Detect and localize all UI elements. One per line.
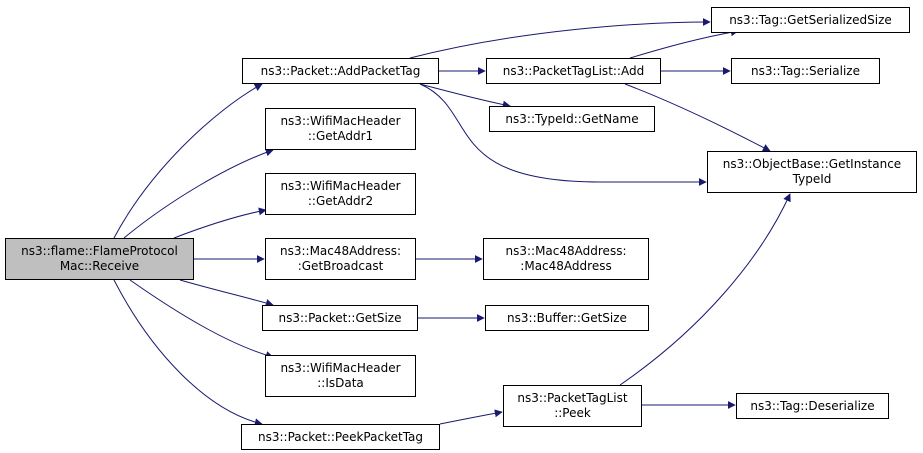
node-label-line: ns3::Packet::AddPacketTag [260, 63, 421, 78]
node-wifimacheader-getaddr2[interactable]: ns3::WifiMacHeader ::GetAddr2 [265, 173, 416, 215]
node-label-line: ::GetAddr2 [307, 194, 374, 208]
edge-tagadd-to-serializedsize [629, 28, 739, 59]
node-packet-getsize[interactable]: ns3::Packet::GetSize [262, 305, 418, 331]
node-packet-addpackettag[interactable]: ns3::Packet::AddPacketTag [242, 58, 439, 84]
node-label-line: ns3::PacketTagList::Add [502, 63, 645, 78]
edge-addpackettag-to-instancetypeid [419, 83, 707, 186]
node-mac48address-getbroadcast[interactable]: ns3::Mac48Address: :GetBroadcast [265, 238, 416, 280]
node-label-line: ::Peek [554, 406, 591, 420]
node-label-line: ns3::Tag::Serialize [751, 63, 860, 78]
node-label-line: ns3::Mac48Address: [505, 244, 627, 258]
node-label-line: ns3::Tag::Deserialize [750, 398, 875, 413]
node-objectbase-getinstancetypeid[interactable]: ns3::ObjectBase::GetInstance TypeId [707, 151, 917, 193]
node-label-line: ns3::Buffer::GetSize [507, 310, 627, 325]
edge-peek-to-instancetypeid [619, 193, 791, 386]
node-label-line: ns3::ObjectBase::GetInstance [722, 157, 902, 171]
node-label-line: ns3::WifiMacHeader [280, 114, 401, 128]
node-label-line: ns3::Packet::PeekPacketTag [257, 429, 424, 444]
node-label-line: ns3::Tag::GetSerializedSize [729, 12, 892, 27]
edge-root-to-getsize [179, 279, 274, 307]
node-packettaglist-peek[interactable]: ns3::PacketTagList ::Peek [503, 385, 642, 427]
node-typeid-getname[interactable]: ns3::TypeId::GetName [489, 106, 655, 132]
node-label-line: :Mac48Address [520, 259, 612, 273]
node-wifimacheader-getaddr1[interactable]: ns3::WifiMacHeader ::GetAddr1 [265, 108, 416, 150]
node-label-line: ns3::flame::FlameProtocol [21, 244, 178, 258]
node-label-line: ns3::PacketTagList [517, 391, 628, 405]
node-flameprotocolmac-receive: ns3::flame::FlameProtocol Mac::Receive [5, 238, 194, 280]
edge-tagadd-to-instancetypeid [624, 83, 771, 152]
node-tag-deserialize[interactable]: ns3::Tag::Deserialize [736, 393, 889, 419]
node-tag-serialize[interactable]: ns3::Tag::Serialize [731, 58, 880, 84]
node-label-line: ns3::TypeId::GetName [505, 111, 639, 126]
node-packet-peekpackettag[interactable]: ns3::Packet::PeekPacketTag [241, 424, 440, 450]
edge-root-to-addpackettag [113, 83, 263, 239]
edge-root-to-isdata [129, 279, 274, 359]
node-label-line: Mac::Receive [59, 259, 140, 273]
edge-addpackettag-to-getname [419, 83, 511, 109]
node-label-line: ns3::WifiMacHeader [280, 179, 401, 193]
node-tag-getserializedsize[interactable]: ns3::Tag::GetSerializedSize [711, 7, 910, 33]
node-wifimacheader-isdata[interactable]: ns3::WifiMacHeader ::IsData [265, 355, 416, 397]
node-label-line: ns3::WifiMacHeader [280, 361, 401, 375]
node-label-line: ::IsData [317, 376, 364, 390]
node-packettaglist-add[interactable]: ns3::PacketTagList::Add [486, 58, 661, 84]
node-mac48address-constructor[interactable]: ns3::Mac48Address: :Mac48Address [483, 238, 649, 280]
node-label-line: ns3::Mac48Address: [280, 244, 401, 258]
node-buffer-getsize[interactable]: ns3::Buffer::GetSize [485, 305, 649, 331]
node-label-line: :GetBroadcast [297, 259, 384, 273]
edge-peekpackettag-to-peek [439, 409, 503, 425]
node-label-line: ::GetAddr1 [307, 129, 374, 143]
node-label-line: TypeId [792, 172, 832, 186]
edge-root-to-getaddr2 [173, 207, 267, 239]
edge-addpackettag-to-serializedsize [409, 18, 711, 59]
edge-root-to-peekpackettag [113, 279, 263, 427]
node-label-line: ns3::Packet::GetSize [278, 310, 402, 325]
edge-root-to-getaddr1 [123, 148, 274, 239]
